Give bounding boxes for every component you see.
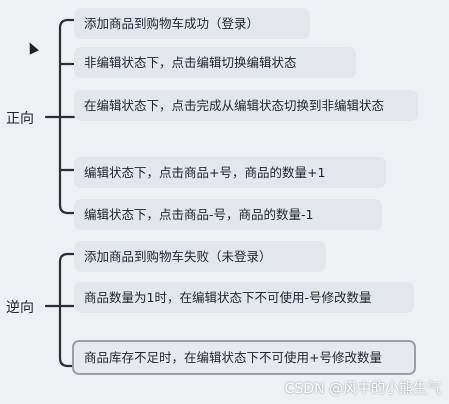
node-enter-edit[interactable]: 非编辑状态下，点击编辑切换编辑状态	[74, 47, 356, 78]
node-exit-edit[interactable]: 在编辑状态下，点击完成从编辑状态切换到非编辑状态	[74, 90, 418, 121]
root-node-negative[interactable]: 逆向	[6, 300, 34, 316]
node-minus-one[interactable]: 编辑状态下，点击商品-号，商品的数量-1	[74, 199, 382, 230]
root-node-positive[interactable]: 正向	[6, 111, 34, 127]
node-stock-plus[interactable]: 商品库存不足时，在编辑状态下不可使用+号修改数量	[72, 340, 416, 375]
node-plus-one[interactable]: 编辑状态下，点击商品+号，商品的数量+1	[74, 157, 386, 188]
watermark: CSDN @风中的小熊生气	[284, 381, 441, 397]
node-qty-one-minus[interactable]: 商品数量为1时，在编辑状态下不可使用-号修改数量	[74, 282, 414, 313]
node-add-fail[interactable]: 添加商品到购物车失败（未登录）	[74, 241, 326, 272]
mouse-cursor-icon	[25, 40, 39, 55]
node-add-success[interactable]: 添加商品到购物车成功（登录）	[74, 8, 310, 39]
